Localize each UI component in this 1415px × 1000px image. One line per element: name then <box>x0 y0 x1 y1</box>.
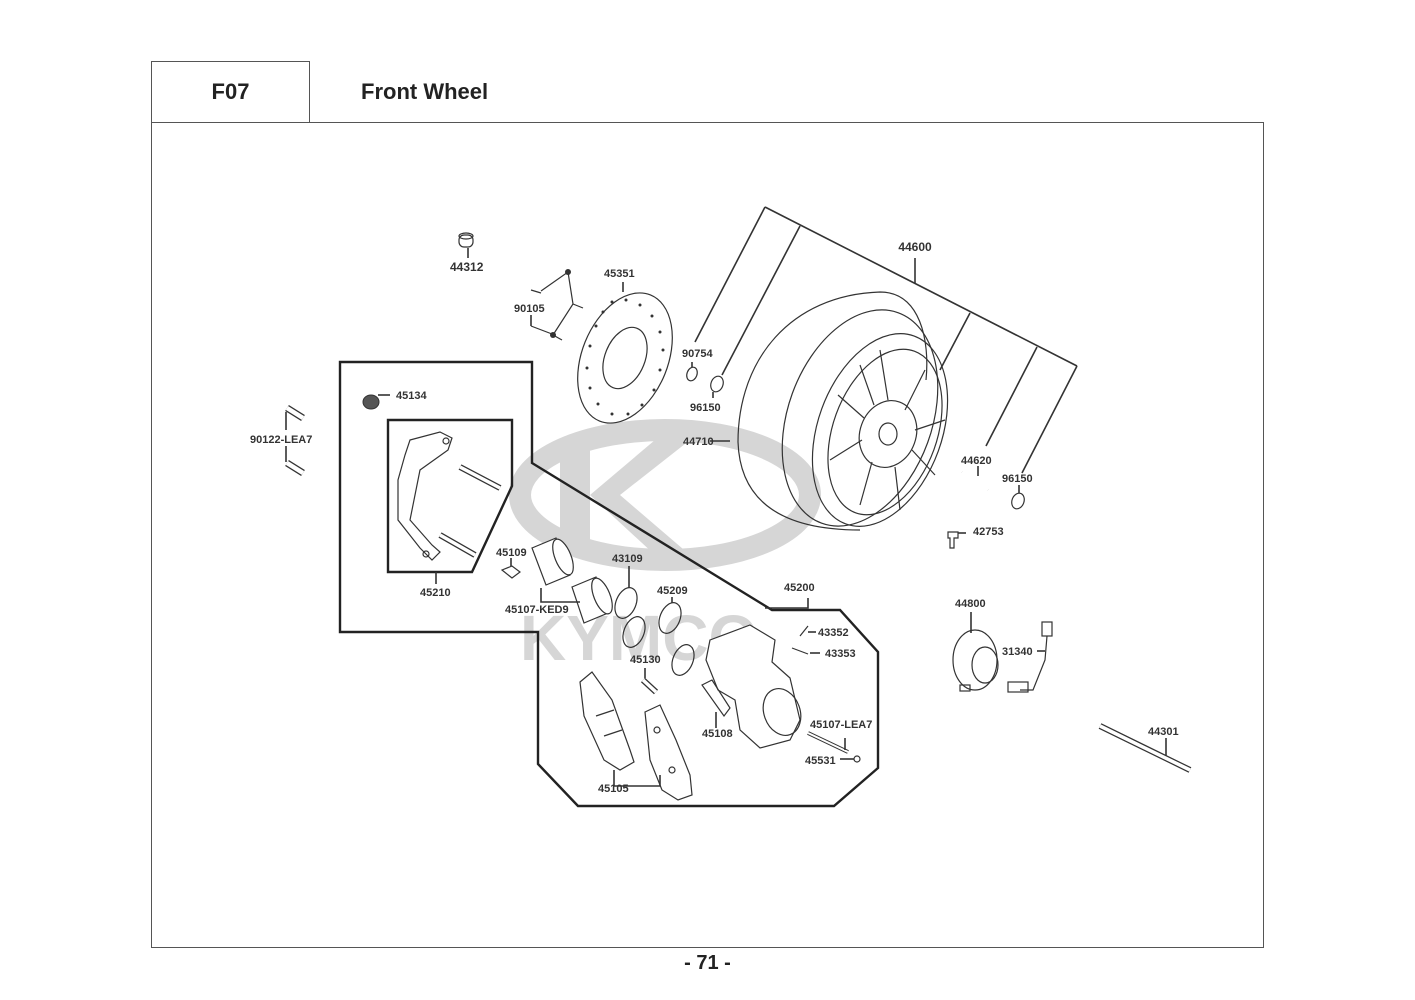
bearing-right-part <box>1011 485 1025 510</box>
part-label-44710: 44710 <box>683 436 714 448</box>
bleeder-valve-part <box>799 625 816 637</box>
speedometer-gear-part <box>952 612 999 692</box>
caliper-bracket-part <box>397 431 502 584</box>
part-label-45107-ked9: 45107-KED9 <box>505 604 569 616</box>
speed-sensor-part <box>1007 621 1053 693</box>
pad-pin-part <box>807 731 849 754</box>
part-label-45200: 45200 <box>784 582 815 594</box>
part-label-44620: 44620 <box>961 455 992 467</box>
bearing-left-part <box>710 375 724 398</box>
part-label-96150-left: 96150 <box>690 402 721 414</box>
part-label-43109: 43109 <box>612 553 643 565</box>
part-label-44600: 44600 <box>898 240 932 254</box>
dust-seals-part <box>658 597 695 676</box>
part-label-45134: 45134 <box>396 390 427 402</box>
bleeder-cap-small-part <box>791 647 820 655</box>
part-label-45531: 45531 <box>805 755 836 767</box>
part-label-45109: 45109 <box>496 547 527 559</box>
wheel-spacer-part <box>960 466 990 493</box>
dust-seal-part <box>686 362 698 382</box>
collar-part <box>458 232 474 258</box>
part-label-43352: 43352 <box>818 627 849 639</box>
piston-seals-part <box>614 566 646 648</box>
part-label-45108: 45108 <box>702 728 733 740</box>
part-label-45107-lea7: 45107-LEA7 <box>810 719 872 731</box>
pad-spring-part <box>701 679 731 728</box>
diagram-frame <box>151 122 1264 948</box>
part-label-45209: 45209 <box>657 585 688 597</box>
page-number: - 71 - <box>684 952 731 974</box>
brake-disc-part <box>577 282 673 424</box>
section-code-cell: F07 <box>151 61 309 122</box>
part-label-45130: 45130 <box>630 654 661 666</box>
part-label-42753: 42753 <box>973 526 1004 538</box>
part-label-43353: 43353 <box>825 648 856 660</box>
bleeder-cap-part <box>362 394 390 410</box>
part-label-45351: 45351 <box>604 268 635 280</box>
part-label-90122-lea7: 90122-LEA7 <box>250 434 312 446</box>
tire-valve-part <box>947 531 966 549</box>
part-label-44301: 44301 <box>1148 726 1179 738</box>
part-label-31340: 31340 <box>1002 646 1033 658</box>
bleeder-screw-part <box>640 668 659 695</box>
section-title-cell: Front Wheel <box>309 61 569 122</box>
bracket-group-outline <box>386 418 514 574</box>
part-label-45210: 45210 <box>420 587 451 599</box>
part-label-90105: 90105 <box>514 303 545 315</box>
front-axle-part <box>1098 723 1192 773</box>
part-label-44312: 44312 <box>450 260 484 274</box>
caliper-mount-bolts-part <box>285 405 305 476</box>
wheel-assembly-bracket <box>694 206 1078 474</box>
part-label-96150-right: 96150 <box>1002 473 1033 485</box>
brake-pads-part <box>579 671 693 801</box>
part-label-45105: 45105 <box>598 783 629 795</box>
caliper-pistons-part <box>531 537 613 624</box>
pad-spring-clip-part <box>500 558 521 579</box>
disc-bolts-part <box>530 269 584 341</box>
page-title: Front Wheel <box>361 78 489 104</box>
caliper-group-outline <box>338 360 880 808</box>
section-code: F07 <box>211 79 250 104</box>
pin-plug-part <box>840 755 861 763</box>
front-wheel-part <box>737 291 949 531</box>
part-label-44800: 44800 <box>955 598 986 610</box>
part-label-90754: 90754 <box>682 348 713 360</box>
